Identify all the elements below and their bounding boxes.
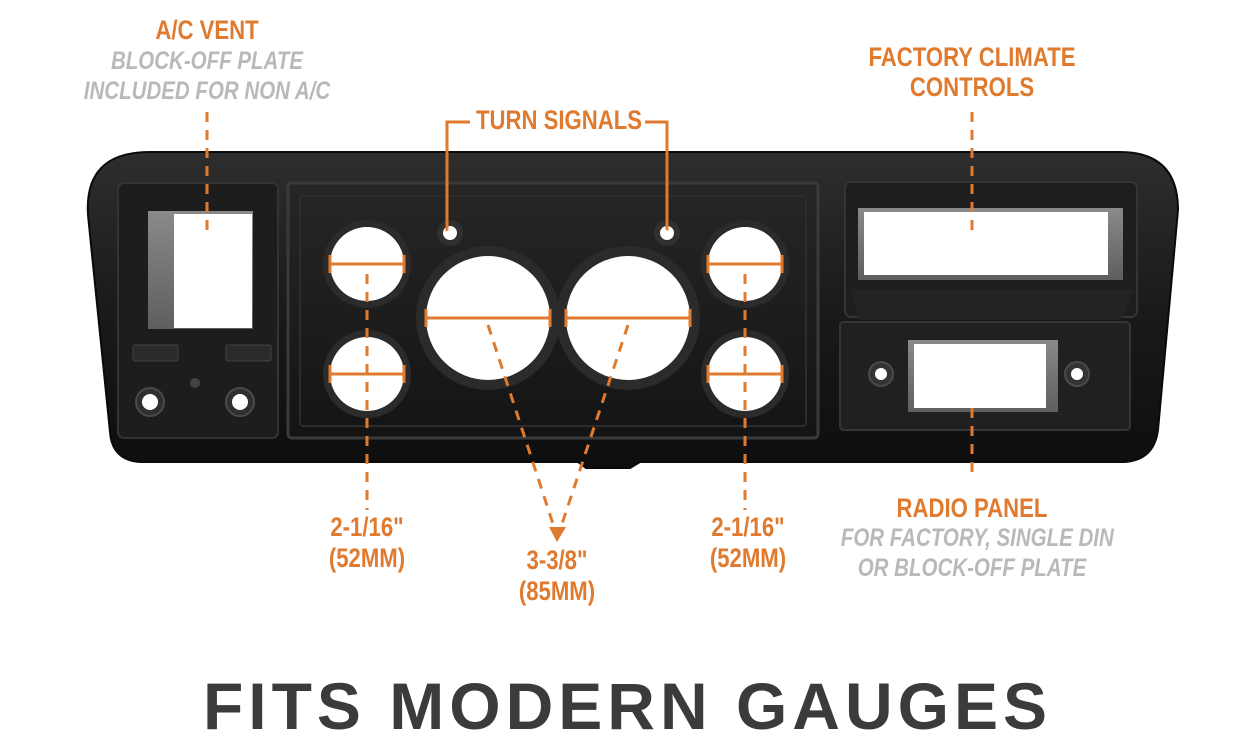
ac-vent-subtitle-1: BLOCK-OFF PLATE [110, 47, 304, 75]
ac-vent-subtitle-2: INCLUDED FOR NON A/C [83, 77, 331, 105]
small-gauge-right-metric: (52MM) [709, 543, 787, 573]
callout-lines [205, 112, 974, 531]
radio-title: RADIO PANEL [896, 493, 1048, 523]
large-gauge-metric: (85MM) [518, 576, 596, 606]
turn-signal-arrows [443, 228, 672, 238]
climate-title-2: CONTROLS [909, 72, 1035, 102]
small-gauge-left-metric: (52MM) [328, 543, 406, 573]
radio-subtitle-2: OR BLOCK-OFF PLATE [857, 554, 1087, 582]
radio-subtitle-1: FOR FACTORY, SINGLE DIN [840, 524, 1114, 552]
ac-vent-title: A/C VENT [155, 15, 259, 45]
small-gauge-right-size: 2-1/16" [711, 512, 785, 542]
climate-title-1: FACTORY CLIMATE [868, 42, 1076, 72]
large-gauge-size: 3-3/8" [526, 545, 588, 575]
large-gauge-arrowhead [549, 527, 566, 542]
turn-signals-title: TURN SIGNALS [476, 105, 643, 135]
headline: FITS MODERN GAUGES [202, 669, 1053, 743]
small-gauge-left-size: 2-1/16" [330, 512, 404, 542]
